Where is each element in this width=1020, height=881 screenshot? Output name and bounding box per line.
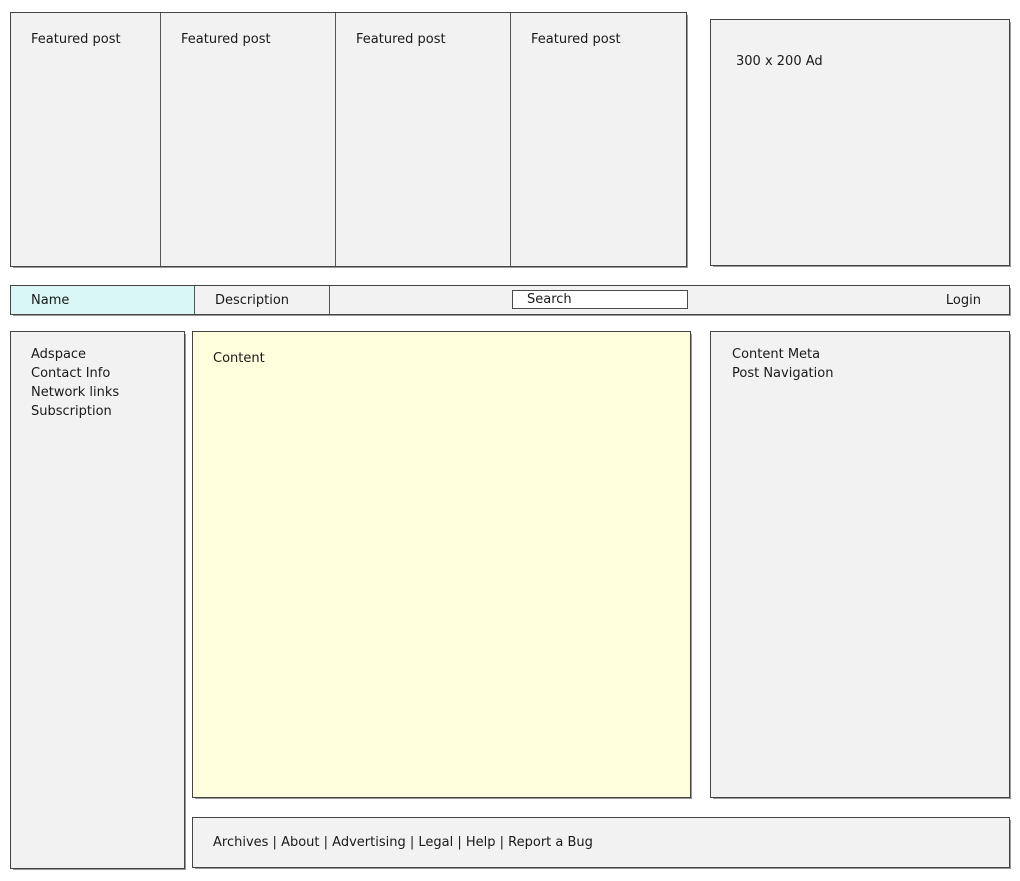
site-description-label: Description [215,292,290,308]
ad-banner[interactable]: 300 x 200 Ad [710,19,1010,266]
footer-separator: | [268,835,282,850]
left-sidebar: Adspace Contact Info Network links Subsc… [10,331,185,869]
login-link[interactable]: Login [946,286,981,314]
footer-separator: | [495,835,509,850]
footer-separator: | [453,835,466,850]
footer-link-help[interactable]: Help [465,835,496,850]
footer-separator: | [405,835,419,850]
featured-post-card-4[interactable]: Featured post [511,13,686,266]
featured-post-label: Featured post [356,32,446,47]
featured-posts-row: Featured post Featured post Featured pos… [10,12,687,267]
footer-bar: Archives | About | Advertising | Legal |… [192,817,1010,868]
featured-post-card-1[interactable]: Featured post [11,13,161,266]
sidebar-item-content-meta[interactable]: Content Meta [732,347,821,362]
header-actions-cell: Login [330,286,1009,314]
footer-link-report-a-bug[interactable]: Report a Bug [508,835,593,850]
content-label: Content [213,351,265,366]
featured-post-label: Featured post [181,32,271,47]
footer-link-legal[interactable]: Legal [418,835,454,850]
sidebar-item-network-links[interactable]: Network links [31,385,120,400]
site-name-label: Name [31,292,70,308]
site-description-cell: Description [195,286,330,314]
featured-post-card-3[interactable]: Featured post [336,13,511,266]
ad-size-label: 300 x 200 Ad [736,54,823,69]
header-bar: Name Description Login [10,285,1010,315]
featured-post-label: Featured post [531,32,621,47]
right-sidebar: Content Meta Post Navigation [710,331,1010,798]
footer-separator: | [319,835,333,850]
site-name-cell: Name [11,286,195,314]
sidebar-item-subscription[interactable]: Subscription [31,404,112,419]
search-input[interactable] [512,290,688,309]
login-label: Login [945,292,981,308]
footer-link-archives[interactable]: Archives [213,835,269,850]
footer-link-about[interactable]: About [281,835,320,850]
featured-post-label: Featured post [31,32,121,47]
sidebar-item-adspace[interactable]: Adspace [31,347,87,362]
sidebar-item-post-navigation[interactable]: Post Navigation [732,366,834,381]
footer-link-advertising[interactable]: Advertising [332,835,406,850]
featured-post-card-2[interactable]: Featured post [161,13,336,266]
sidebar-item-contact-info[interactable]: Contact Info [31,366,111,381]
content-area: Content [192,331,691,798]
